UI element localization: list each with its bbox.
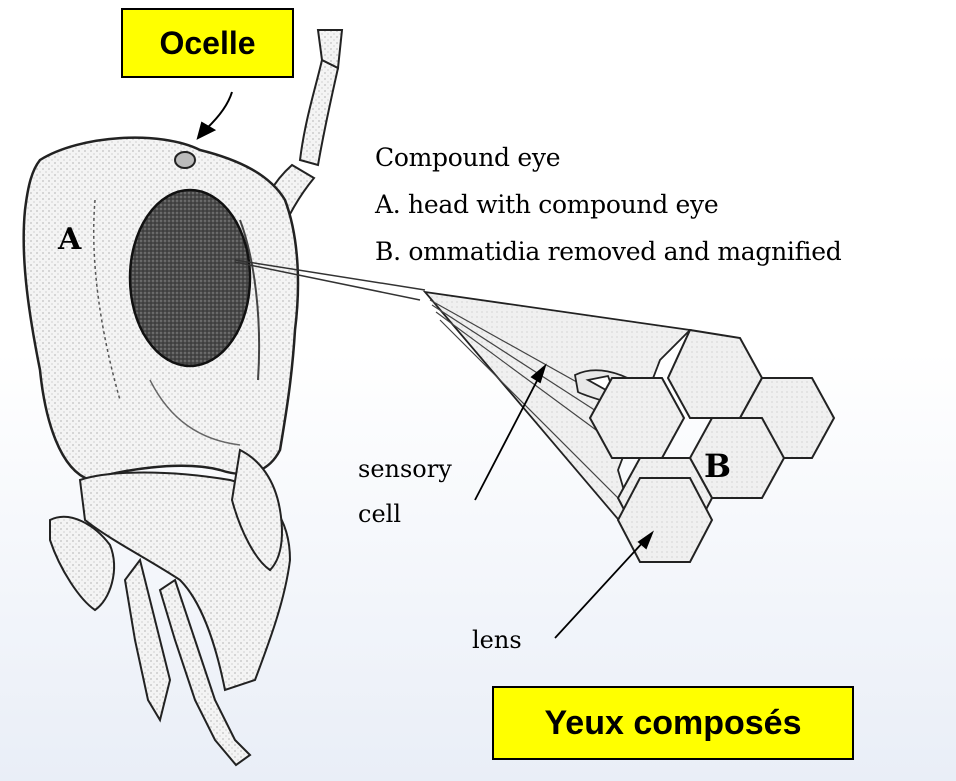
lens-pointer	[555, 533, 652, 638]
caption-part-b: B. ommatidia removed and magnified	[375, 237, 841, 266]
ocelle-label: Ocelle	[159, 25, 255, 62]
ocelle-label-box: Ocelle	[121, 8, 294, 78]
part-a-label: A	[58, 222, 81, 257]
part-b-label: B	[704, 447, 731, 485]
yeux-composes-label: Yeux composés	[544, 704, 801, 743]
compound-eye	[130, 190, 250, 366]
caption-part-a: A. head with compound eye	[375, 190, 718, 219]
sensory-label: sensory	[358, 455, 452, 483]
ocellus	[175, 152, 195, 168]
yeux-composes-label-box: Yeux composés	[492, 686, 854, 760]
cell-label: cell	[358, 500, 401, 528]
mouthparts	[50, 450, 290, 765]
lens-label: lens	[472, 626, 522, 654]
caption-title: Compound eye	[375, 143, 560, 172]
ocelle-pointer	[198, 92, 232, 138]
